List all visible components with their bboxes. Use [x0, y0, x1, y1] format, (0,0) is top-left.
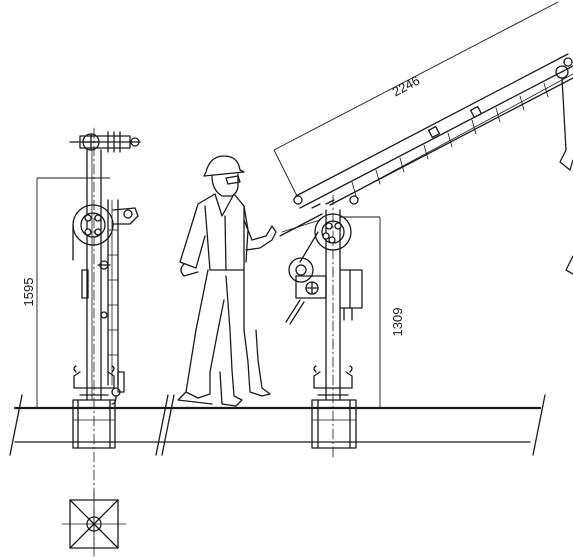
operator-figure	[177, 155, 277, 407]
right-crane-deployed	[279, 194, 363, 461]
boom-lacing	[351, 82, 549, 197]
crane-boom	[295, 53, 573, 275]
ground	[9, 394, 546, 456]
left-crane-stowed	[69, 127, 141, 546]
dimension-label-2246: 2246	[390, 73, 423, 100]
base-plate-plan-view	[61, 491, 127, 557]
dimension-left-height: 1595	[21, 177, 110, 408]
dimension-right-height: 1309	[340, 216, 405, 408]
dimension-label-1595: 1595	[21, 278, 36, 307]
dimension-boom-length: 2246	[273, 1, 559, 197]
dimension-label-1309: 1309	[390, 308, 405, 337]
